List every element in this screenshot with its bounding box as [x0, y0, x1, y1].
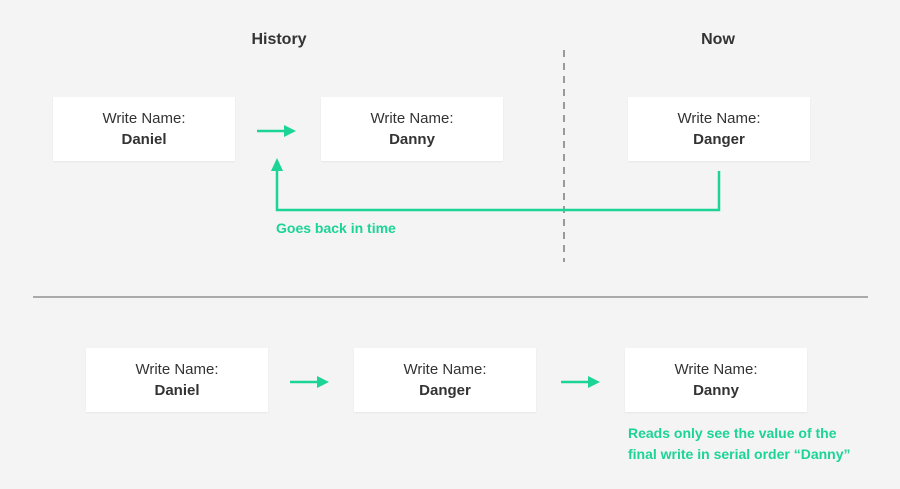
bottom-write-card-daniel: Write Name: Daniel — [86, 348, 268, 412]
write-label: Write Name: — [102, 110, 186, 127]
serial-order-note-line1: Reads only see the value of the — [628, 425, 837, 441]
back-in-time-arrow — [271, 158, 721, 212]
write-label: Write Name: — [135, 361, 219, 378]
bottom-write-card-danny: Write Name: Danny — [625, 348, 807, 412]
top-write-card-danger: Write Name: Danger — [628, 97, 810, 161]
serial-order-note-line2: final write in serial order “Danny” — [628, 446, 851, 462]
write-value: Daniel — [154, 382, 200, 399]
history-heading: History — [251, 31, 307, 48]
top-write-card-daniel: Write Name: Daniel — [53, 97, 235, 161]
now-heading: Now — [701, 31, 735, 48]
top-write-card-danny: Write Name: Danny — [321, 97, 503, 161]
arrow-right-icon — [257, 125, 296, 137]
bottom-write-card-danger: Write Name: Danger — [354, 348, 536, 412]
arrow-right-icon — [290, 376, 329, 388]
back-in-time-note: Goes back in time — [276, 220, 396, 236]
write-label: Write Name: — [674, 361, 758, 378]
write-value: Danny — [693, 382, 739, 399]
write-label: Write Name: — [370, 110, 454, 127]
write-label: Write Name: — [677, 110, 761, 127]
write-value: Danny — [389, 131, 435, 148]
write-value: Danger — [419, 382, 471, 399]
arrow-right-icon — [561, 376, 600, 388]
write-value: Daniel — [121, 131, 167, 148]
write-label: Write Name: — [403, 361, 487, 378]
write-value: Danger — [693, 131, 745, 148]
